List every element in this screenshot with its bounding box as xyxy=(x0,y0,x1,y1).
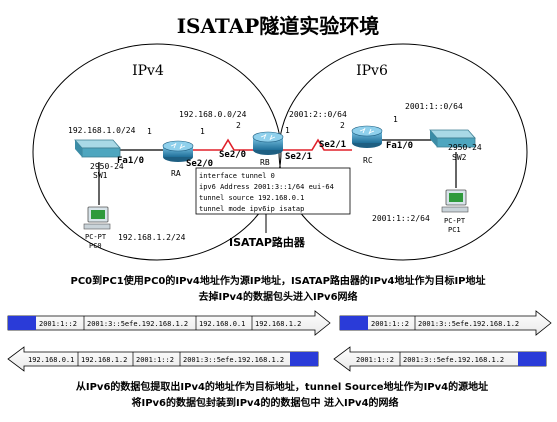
port-rb-se-right: Se2/1 xyxy=(285,152,312,162)
packet-field: 2001:3::5efe.192.168.1.2 xyxy=(183,356,284,364)
packet-field: 192.168.1.2 xyxy=(81,356,127,364)
ipv6-cloud xyxy=(278,43,528,261)
subnet-net1: 192.168.1.0/24 xyxy=(68,126,136,135)
port-rc-se: Se2/1 xyxy=(319,140,346,150)
packet-arrow-bottom-left xyxy=(7,346,319,372)
ra-name: RA xyxy=(171,169,181,178)
sw1-model: 2950-24 xyxy=(90,162,124,171)
pc-icon[interactable] xyxy=(83,206,111,230)
pc0-address: 192.168.1.2/24 xyxy=(118,233,186,242)
pc0-name: PC0 xyxy=(89,242,102,250)
router-icon[interactable] xyxy=(162,140,194,162)
router-label: ISATAP路由器 xyxy=(229,235,306,249)
config-line: tunnel source 192.168.0.1 xyxy=(199,194,304,202)
link-ra-rb-serial xyxy=(192,138,256,151)
pc1-type: PC-PT xyxy=(444,217,466,225)
packet-field: 192.168.0.1 xyxy=(199,320,245,328)
subnet-net2: 192.168.0.0/24 xyxy=(179,110,247,119)
sw2-model: 2950-24 xyxy=(448,143,482,152)
packet-field: 192.168.1.2 xyxy=(255,320,301,328)
sw2-name: SW2 xyxy=(452,153,467,162)
router-icon[interactable] xyxy=(351,125,383,148)
desc2-line1: 从IPv6的数据包提取出IPv4的地址作为目标地址，tunnel Source地… xyxy=(76,380,488,393)
link-num: 1 xyxy=(147,127,152,136)
config-box xyxy=(195,167,351,215)
diagram-title: ISATAP隧道实验环境 xyxy=(177,14,380,38)
packet-field: 2001:1::2 xyxy=(39,320,77,328)
link-num: 1 xyxy=(200,127,205,136)
ipv4-cloud-label: IPv4 xyxy=(132,63,164,79)
packet-field: 2001:1::2 xyxy=(356,356,394,364)
desc1-line2: 去掉IPv4的数据包头进入IPv6网络 xyxy=(198,290,357,303)
packet-arrow-top-right xyxy=(339,310,552,336)
packet-arrow-top-left xyxy=(7,310,331,336)
packet-arrow-bottom-right xyxy=(333,346,547,372)
pc0-type: PC-PT xyxy=(85,233,107,241)
rc-name: RC xyxy=(363,156,373,165)
subnet-net3: 2001:2::0/64 xyxy=(289,110,347,119)
pc1-address: 2001:1::2/64 xyxy=(372,214,430,223)
link-num: 2 xyxy=(340,121,345,130)
port-rc-fa: Fa1/0 xyxy=(386,141,413,151)
desc1-line1: PC0到PC1使用PC0的IPv4地址作为源IP地址，ISATAP路由器的IPv… xyxy=(70,274,485,287)
pc-icon[interactable] xyxy=(441,189,469,213)
config-line: ipv6 Address 2001:3::1/64 eui-64 xyxy=(199,183,334,191)
config-line: interface tunnel 0 xyxy=(199,172,275,180)
packet-field: 192.168.0.1 xyxy=(28,356,74,364)
packet-field: 2001:1::2 xyxy=(371,320,409,328)
port-ra-se: Se2/0 xyxy=(186,159,213,169)
router-icon[interactable] xyxy=(252,131,284,155)
packet-field: 2001:3::5efe.192.168.1.2 xyxy=(403,356,504,364)
link-rb-rc-serial xyxy=(282,138,352,151)
pc1-name: PC1 xyxy=(448,226,461,234)
ipv6-cloud-label: IPv6 xyxy=(356,63,388,79)
link-num: 1 xyxy=(393,115,398,124)
sw1-name: SW1 xyxy=(93,171,108,180)
rb-name: RB xyxy=(260,158,270,167)
switch-icon[interactable] xyxy=(74,139,121,158)
packet-field: 2001:3::5efe.192.168.1.2 xyxy=(418,320,519,328)
subnet-net4: 2001:1::0/64 xyxy=(405,102,463,111)
switch-icon[interactable] xyxy=(429,129,476,148)
port-sw1-fa: Fa1/0 xyxy=(117,156,144,166)
link-num: 1 xyxy=(285,126,290,135)
port-rb-se-left: Se2/0 xyxy=(219,150,246,160)
link-num: 2 xyxy=(236,121,241,130)
packet-field: 2001:1::2 xyxy=(136,356,174,364)
packet-field: 2001:3::5efe.192.168.1.2 xyxy=(87,320,188,328)
config-line: tunnel mode ipv6ip isatap xyxy=(199,205,304,213)
desc2-line2: 将IPv6的数据包封装到IPv4的的数据包中 进入IPv4的网络 xyxy=(131,396,398,409)
